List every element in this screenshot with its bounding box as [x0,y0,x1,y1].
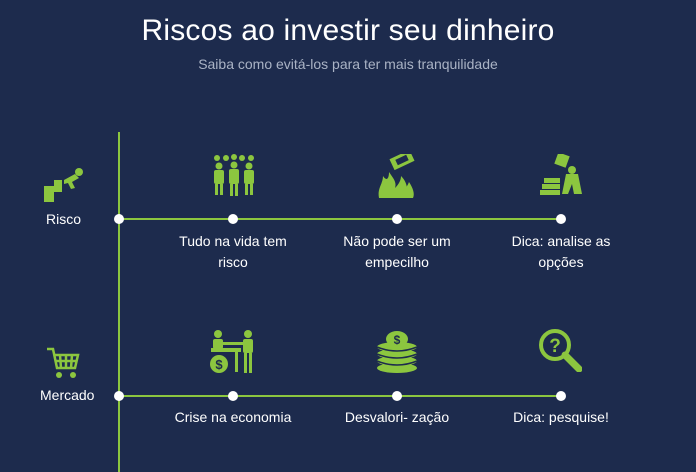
timeline-row-mercado-line [118,395,561,397]
burning-money-icon [377,154,417,198]
magnifier-question-icon: ? [538,328,582,372]
svg-text:$: $ [215,357,223,372]
caption-dica-pesquise: Dica: pesquise! [513,409,609,425]
group-people-icon [212,154,256,196]
negotiation-money-icon: $ [209,328,257,374]
timeline-vertical-axis [118,132,120,472]
coin-stack-icon: $ [375,330,419,374]
timeline-row-risco-line [118,218,561,220]
timeline-dot [114,214,124,224]
timeline-dot [392,214,402,224]
timeline-dot [228,391,238,401]
timeline-dot [556,391,566,401]
caption-desvalorizacao: Desvalori- zação [344,409,450,425]
timeline-dot [556,214,566,224]
page-title: Riscos ao investir seu dinheiro [141,14,555,47]
row-label-risco: Risco [46,211,82,227]
timeline-dot [228,214,238,224]
timeline-dot [114,391,124,401]
caption-crise: Crise na economia [174,409,292,425]
row-label-mercado: Mercado [40,387,95,403]
person-stacks-icon [540,154,584,196]
page-subtitle: Saiba como evitá-los para ter mais tranq… [198,56,498,72]
shopping-cart-icon [46,346,80,380]
timeline-dot [392,391,402,401]
svg-text:$: $ [394,333,401,347]
stairs-jump-icon [44,166,84,202]
svg-text:?: ? [549,336,561,357]
caption-dica-analise: Dica: analise as opções [511,233,611,270]
caption-tudo-na-vida: Tudo na vida tem risco [179,233,287,270]
caption-nao-pode: Não pode ser um empecilho [343,233,451,270]
